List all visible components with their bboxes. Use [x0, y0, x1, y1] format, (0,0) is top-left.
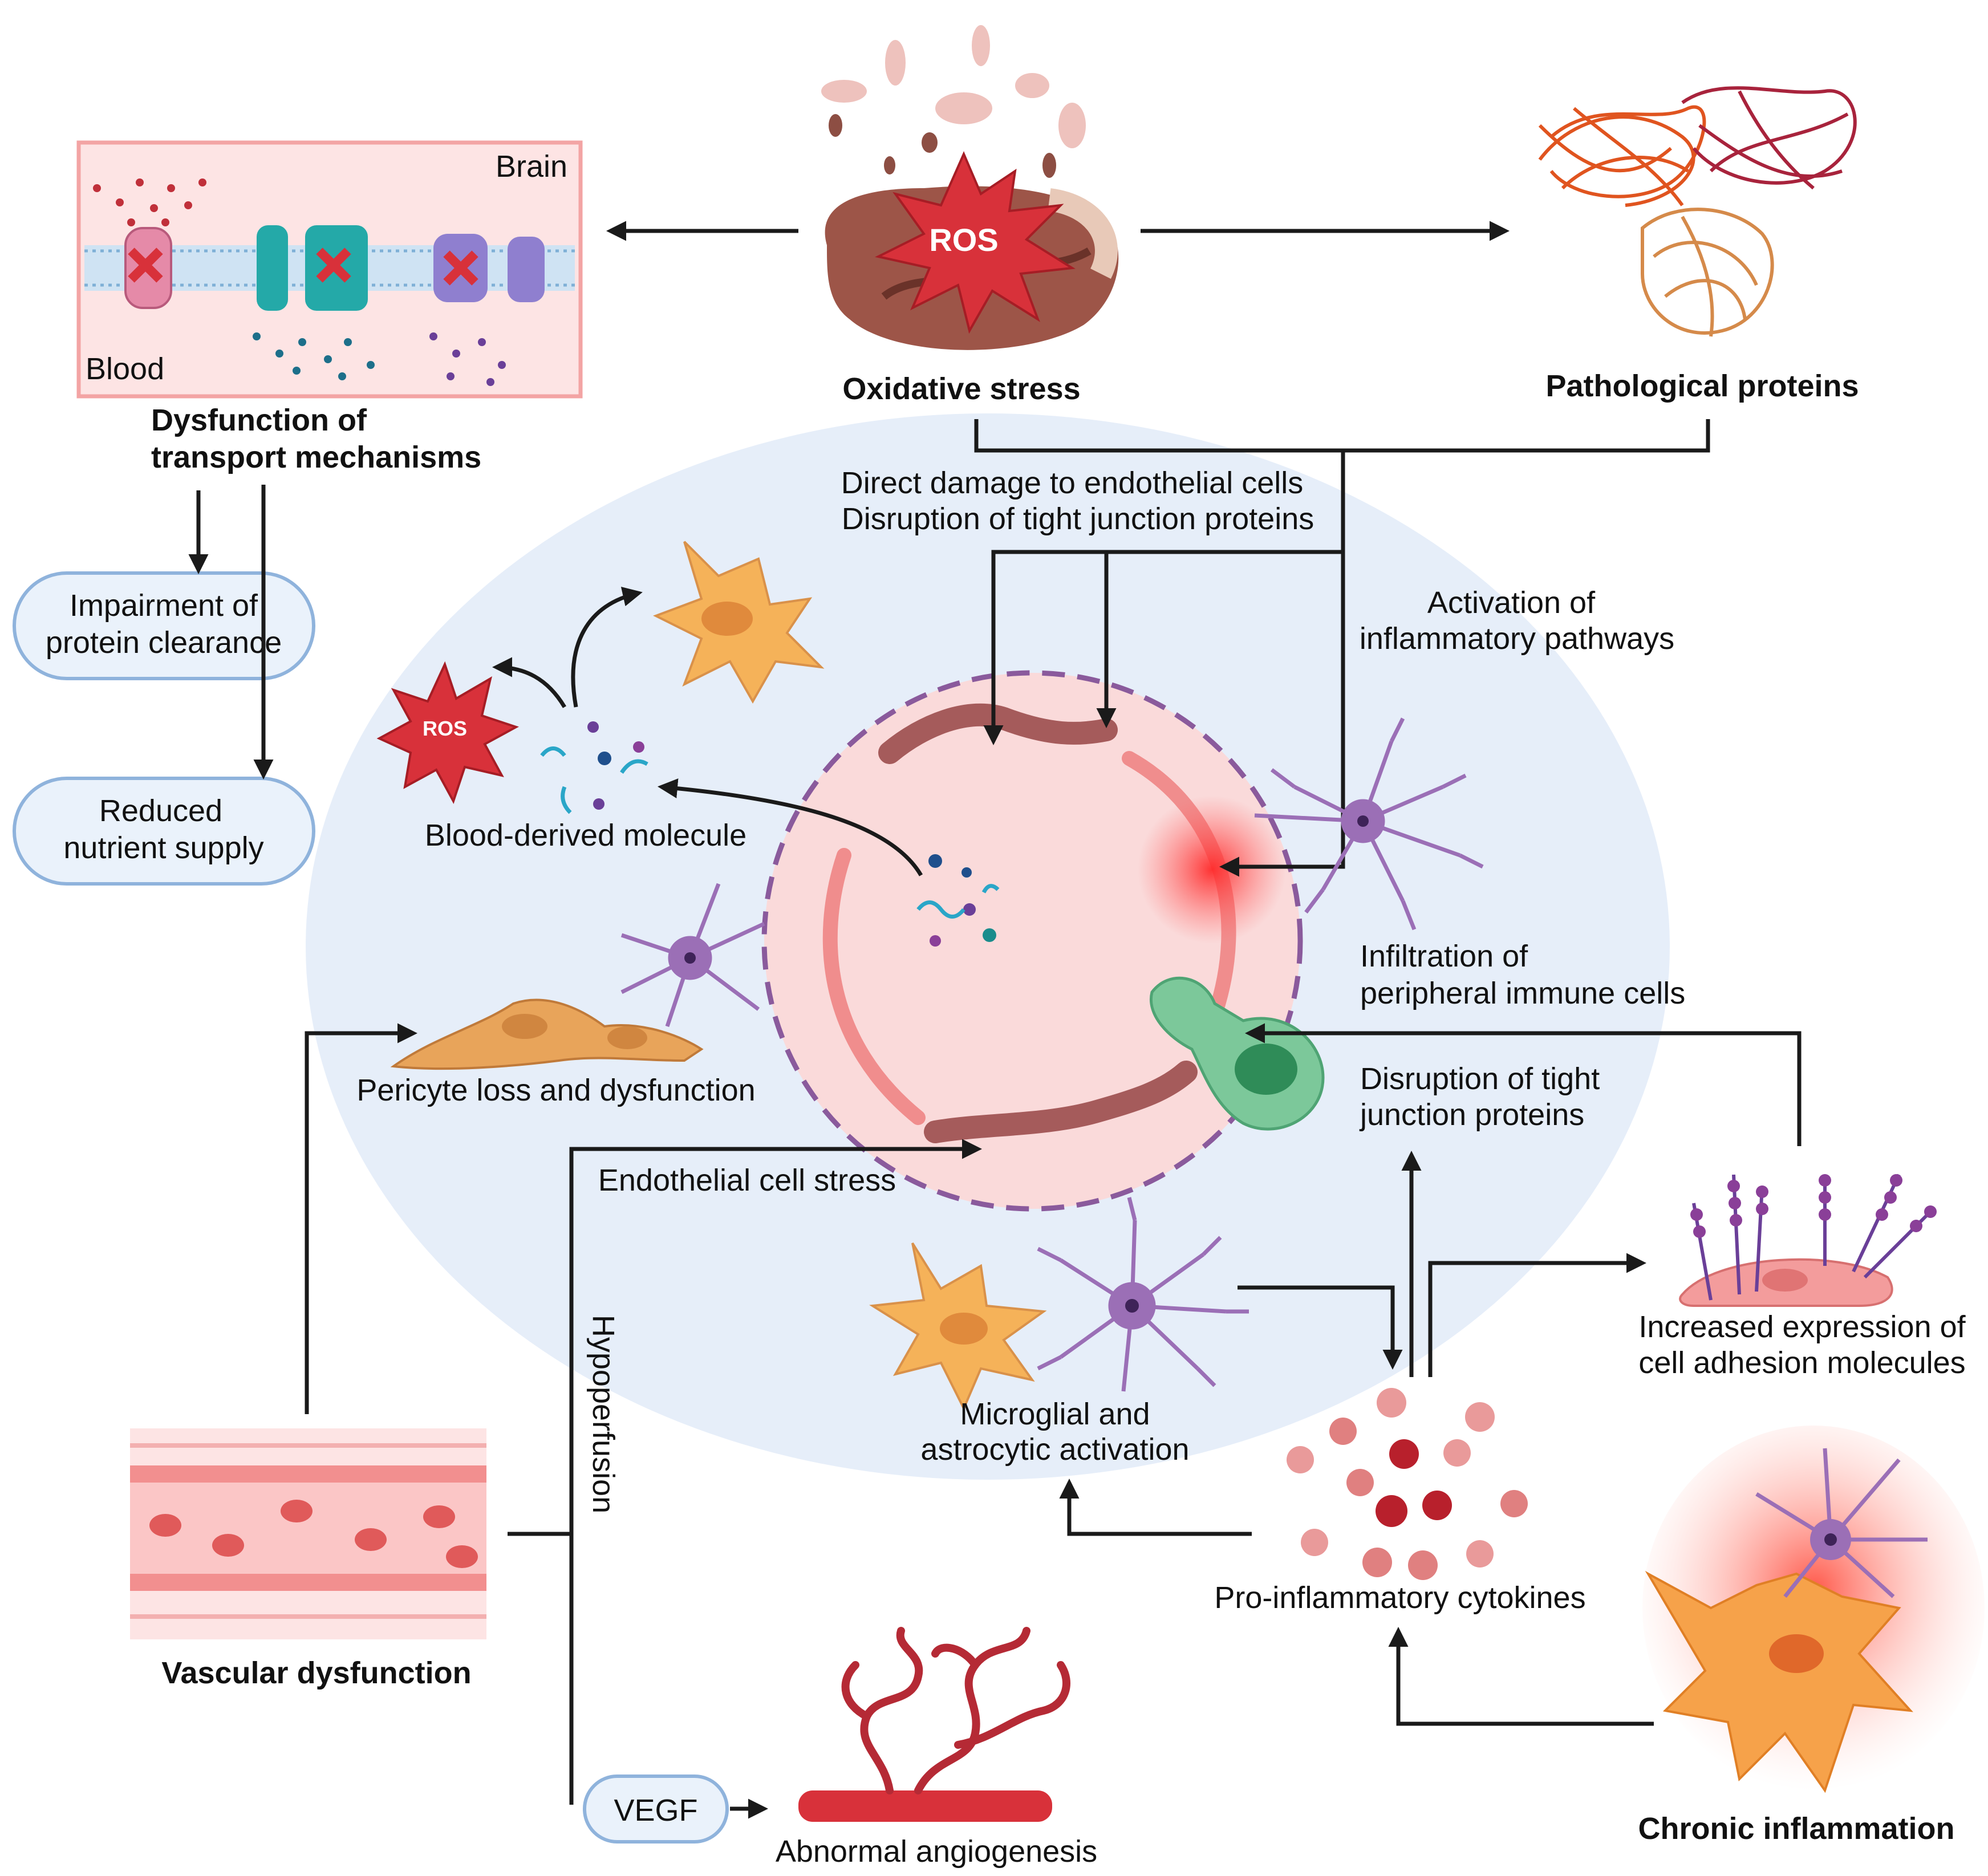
impairment-label-2: protein clearance [46, 626, 282, 660]
activation-label-2: inflammatory pathways [1360, 622, 1674, 656]
microglia-right-icon [1254, 717, 1484, 931]
angiogenesis-icon [798, 1627, 1070, 1822]
dysfunction-transport-label-1: Dysfunction of [151, 403, 367, 437]
ros-label-big: ROS [929, 222, 998, 258]
transporter-2-icon [257, 225, 368, 311]
microglial-label-2: astrocytic activation [920, 1432, 1189, 1467]
connector-direct-damage [983, 550, 1343, 745]
arrow-from-vessel-molecules [658, 778, 923, 876]
transporter-3-icon [433, 234, 545, 302]
transporter-1-icon [124, 227, 172, 309]
cytokines-icon [1287, 1388, 1528, 1580]
transport-mechanisms-panel: Brain Blood [76, 140, 583, 399]
pericyte-label: Pericyte loss and dysfunction [356, 1073, 755, 1107]
reduced-label-2: nutrient supply [63, 831, 263, 865]
ros-label-small: ROS [423, 717, 467, 740]
arrow-chronic-to-cytokines [1388, 1627, 1654, 1726]
chronic-inflammation-icon [1642, 1426, 1985, 1793]
arrow-to-astrocyte [571, 587, 643, 708]
arrow-to-ros [492, 657, 567, 708]
activation-microglia-icon [1037, 1197, 1249, 1392]
arrow-adhesion-to-vessel [1245, 1023, 1802, 1146]
infiltration-label-2: peripheral immune cells [1360, 976, 1685, 1010]
oxidative-stress-mitochondrion-icon: ROS [821, 25, 1119, 350]
increased-label-1: Increased expression of [1638, 1310, 1966, 1344]
leaked-molecules [916, 854, 1000, 947]
reduced-label-1: Reduced [99, 794, 222, 828]
impairment-label-1: Impairment of [70, 588, 258, 623]
vessel-cross-section [761, 670, 1325, 1212]
blood-derived-label: Blood-derived molecule [425, 818, 746, 852]
increased-label-2: cell adhesion molecules [1638, 1346, 1965, 1380]
dysfunction-transport-label-2: transport mechanisms [151, 440, 481, 474]
brain-label: Brain [496, 149, 567, 184]
endothelial-stress-label: Endothelial cell stress [598, 1163, 896, 1197]
microglial-label-1: Microglial and [960, 1397, 1150, 1431]
blood-label: Blood [86, 352, 164, 386]
blood-molecules-icon [540, 721, 648, 814]
reduced-nutrient-node: Reduced nutrient supply [13, 777, 315, 886]
connector-to-activation [1219, 450, 1345, 877]
disruption-tj-top-label: Disruption of tight junction proteins [842, 502, 1314, 536]
vascular-label: Vascular dysfunction [161, 1656, 471, 1690]
impairment-node: Impairment of protein clearance [13, 571, 315, 680]
pericyte-icon [390, 998, 704, 1070]
disruption-label-2: junction proteins [1359, 1098, 1584, 1132]
arrow-hypoperfusion-to-vessel [569, 1139, 982, 1805]
pathological-proteins-icon [1538, 86, 1857, 337]
activation-astrocyte-icon [869, 1242, 1047, 1411]
astrocyte-icon [653, 541, 825, 704]
vascular-dysfunction-icon [130, 1428, 486, 1639]
activation-label-1: Activation of [1427, 586, 1596, 620]
pathological-proteins-label: Pathological proteins [1545, 369, 1859, 403]
arrow-microglia-to-cytokines [1238, 1285, 1403, 1370]
arrow-cytokines-to-adhesion [1428, 1253, 1646, 1377]
abnormal-angio-label: Abnormal angiogenesis [776, 1834, 1097, 1869]
vegf-label: VEGF [614, 1793, 697, 1828]
pro-inflammatory-label: Pro-inflammatory cytokines [1214, 1581, 1585, 1615]
arrow-vascular-to-pericyte [305, 1023, 417, 1414]
disruption-label-1: Disruption of tight [1360, 1062, 1600, 1096]
infiltration-label-1: Infiltration of [1360, 939, 1528, 973]
oxidative-stress-label: Oxidative stress [842, 372, 1080, 406]
arrow-cytokines-to-microglial [1059, 1479, 1252, 1536]
chronic-inflammation-label: Chronic inflammation [1638, 1812, 1954, 1846]
direct-damage-label: Direct damage to endothelial cells [841, 466, 1303, 500]
hypoperfusion-label: Hypoperfusion [586, 1315, 620, 1513]
immune-cell-icon [1150, 976, 1325, 1131]
ros-burst-icon: ROS [376, 661, 519, 804]
adhesion-cell-icon [1679, 1173, 1937, 1307]
vegf-node: VEGF [583, 1775, 729, 1843]
microglia-left-icon [620, 883, 765, 1028]
